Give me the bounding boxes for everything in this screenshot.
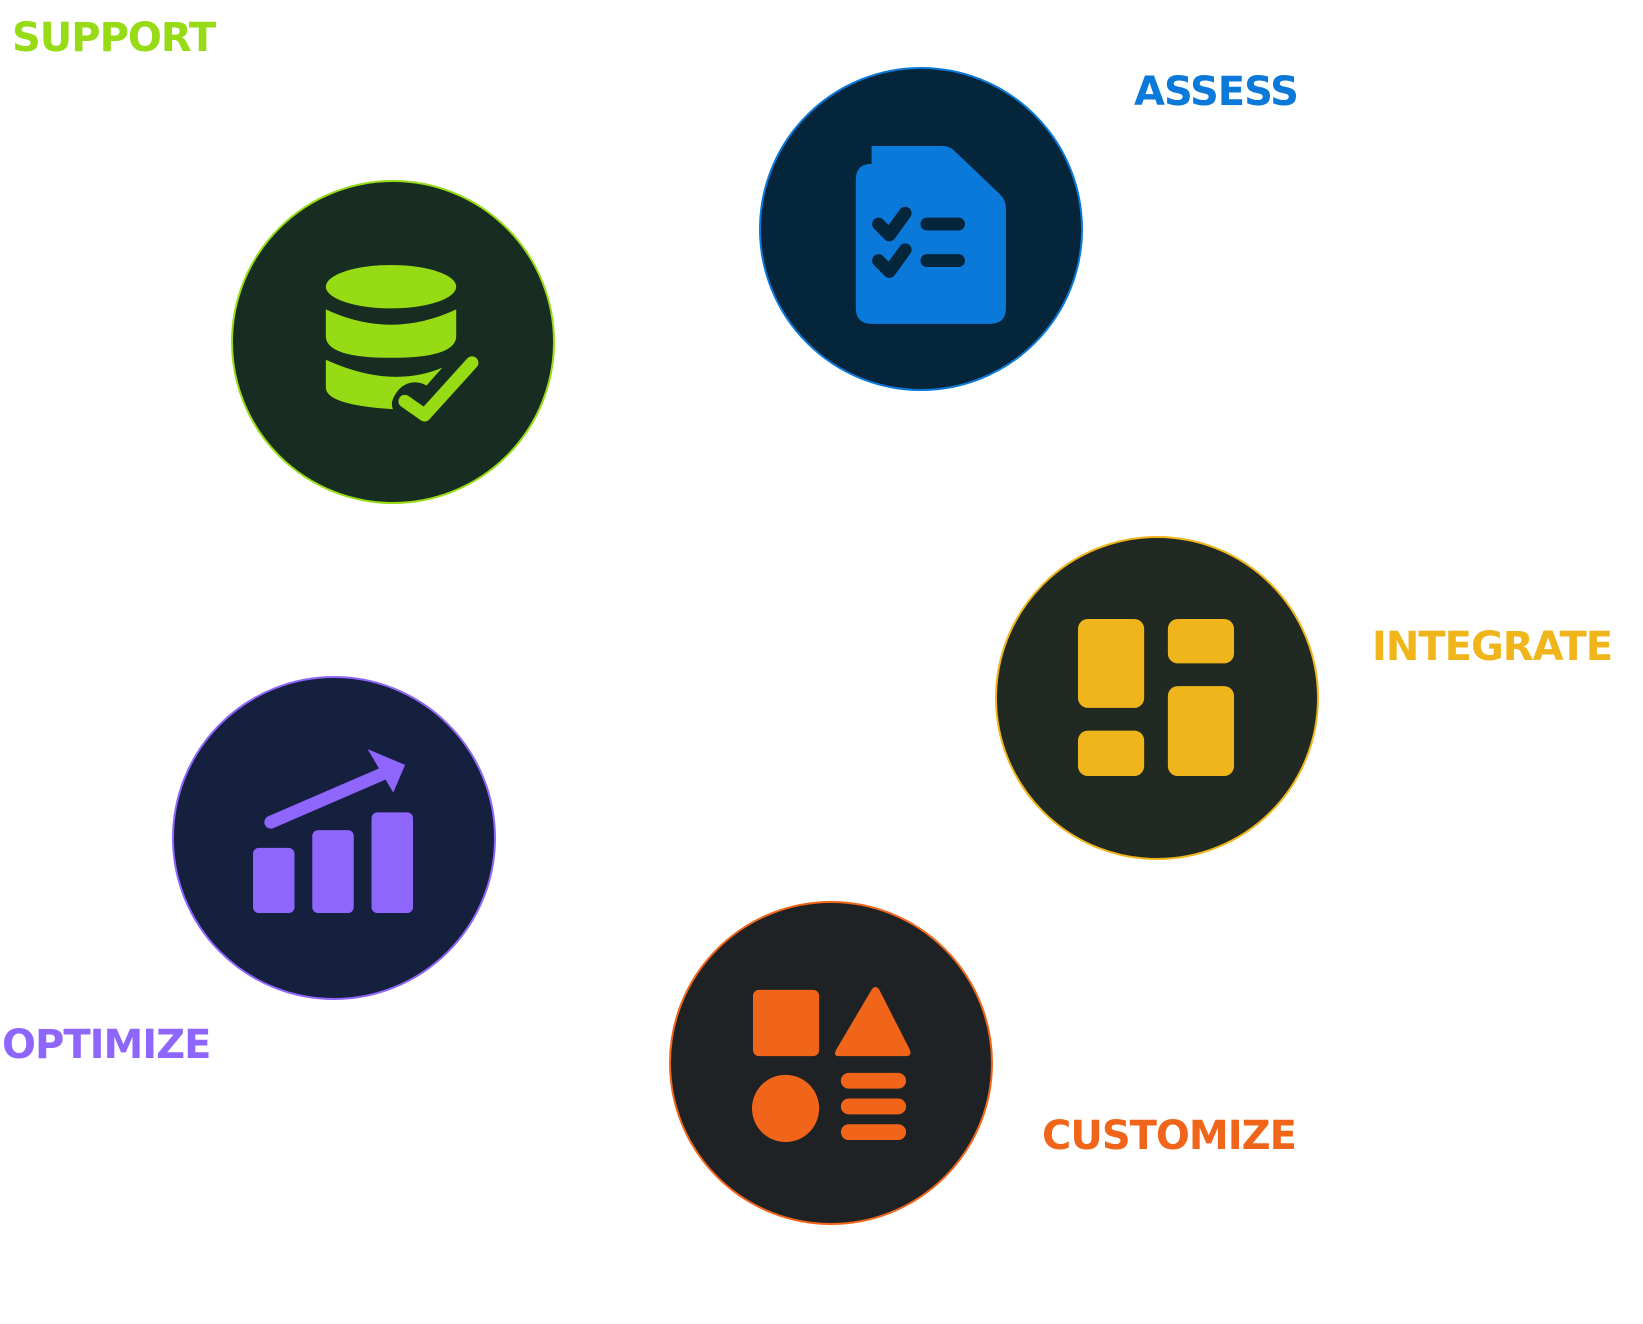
database-check-icon (325, 264, 479, 422)
customize-circle (669, 901, 993, 1225)
integrate-label: INTEGRATE (1372, 624, 1613, 670)
optimize-label: OPTIMIZE (2, 1022, 212, 1068)
optimize-circle (172, 676, 496, 1000)
growth-chart-icon (253, 749, 414, 914)
shapes-icon (751, 986, 911, 1143)
assess-circle (759, 67, 1083, 391)
customize-label: CUSTOMIZE (1042, 1113, 1297, 1159)
integrate-circle (995, 536, 1319, 860)
dashboard-layout-icon (1077, 618, 1235, 777)
support-label: SUPPORT (12, 15, 216, 61)
checklist-document-icon (855, 146, 1006, 324)
support-circle (231, 180, 555, 504)
assess-label: ASSESS (1134, 69, 1299, 115)
